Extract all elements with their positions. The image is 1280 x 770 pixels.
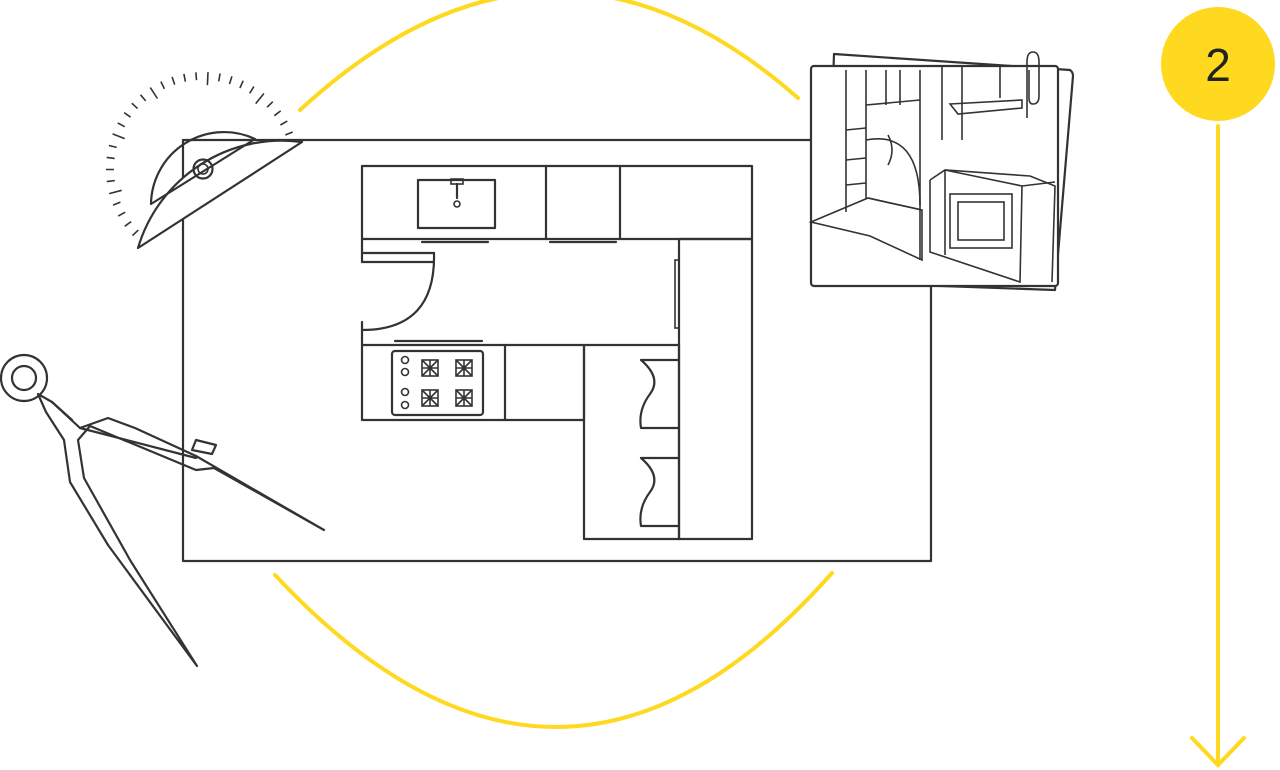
protractor-ticks	[106, 72, 294, 237]
drafting-compass-icon	[0, 353, 326, 668]
gas-cooktop-icon	[390, 349, 485, 417]
top-arc	[298, 0, 800, 112]
plan-sheet	[181, 138, 933, 563]
kitchen-floor-plan	[360, 164, 754, 541]
bar-stools	[639, 358, 681, 528]
photo-with-paperclip-icon	[808, 51, 1075, 292]
cycle-arcs	[273, 0, 834, 729]
protractor-icon	[106, 72, 304, 250]
bottom-arc	[273, 571, 834, 729]
down-arrow-icon	[1190, 124, 1246, 768]
sink-icon	[416, 178, 497, 230]
door-swing	[360, 251, 436, 347]
step-indicator: 2	[1161, 7, 1275, 768]
step-number: 2	[1205, 39, 1231, 91]
step-badge	[1161, 7, 1275, 121]
upper-counter	[360, 164, 754, 241]
